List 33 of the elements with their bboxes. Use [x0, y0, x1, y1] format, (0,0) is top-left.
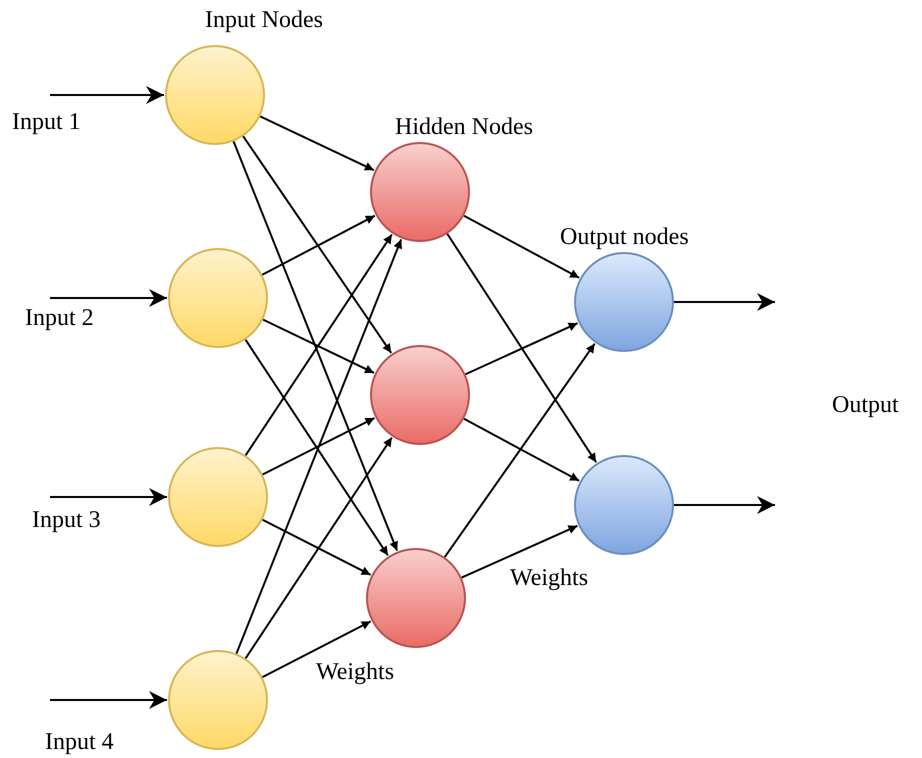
weights-label: Weights [510, 564, 588, 592]
arrow [465, 322, 578, 376]
arrow [50, 691, 167, 709]
arrow [242, 136, 392, 354]
arrow [50, 488, 167, 506]
arrow [464, 418, 580, 482]
arrow [461, 524, 578, 578]
arrow [674, 496, 775, 514]
arrow [50, 289, 167, 307]
arrow [444, 343, 596, 558]
layer-title: Hidden Nodes [395, 113, 533, 141]
arrow [674, 293, 775, 311]
arrow [262, 620, 372, 678]
arrow [446, 233, 597, 463]
input-label: Input 1 [12, 108, 81, 136]
arrow [262, 518, 372, 576]
output-label: Output [832, 391, 899, 419]
layer-title: Output nodes [560, 223, 689, 251]
arrow [260, 115, 374, 172]
layer-title: Input Nodes [205, 6, 323, 34]
arrow [244, 436, 393, 659]
arrow [236, 239, 402, 654]
arrow [262, 417, 375, 476]
arrow [244, 234, 393, 456]
input-label: Input 4 [45, 728, 114, 756]
arrow [244, 339, 389, 556]
arrow [50, 86, 164, 104]
arrow [232, 141, 398, 552]
input-label: Input 2 [25, 304, 94, 332]
arrow [464, 214, 580, 279]
weights-label: Weights [316, 658, 394, 686]
input-label: Input 3 [32, 506, 101, 534]
arrow [262, 318, 374, 374]
